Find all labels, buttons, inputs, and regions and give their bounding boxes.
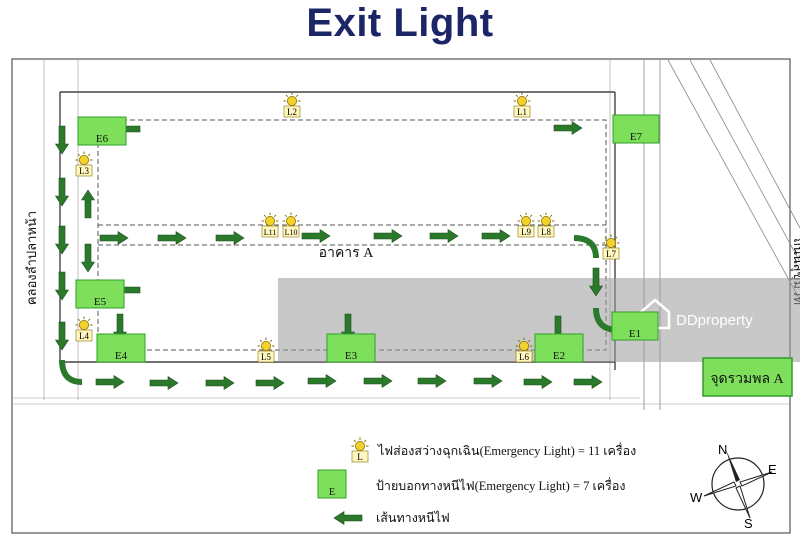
emergency-lights: L2 L1 L3 L11 L10 L9 L8 L7 L4 L5 L6: [75, 92, 620, 363]
light-l4: L4: [75, 316, 93, 342]
svg-text:DDproperty: DDproperty: [676, 312, 753, 329]
legend: L ไฟส่องสว่างฉุกเฉิน(Emergency Light) = …: [317, 437, 636, 525]
svg-text:L9: L9: [521, 227, 531, 237]
canal-label: คลองลำปลาหน้า: [24, 211, 39, 305]
exit-sign-e1: E1: [611, 311, 659, 341]
exit-sign-e3: E3: [326, 333, 376, 363]
light-l1: L1: [513, 92, 531, 118]
exit-sign-e4: E4: [96, 333, 146, 363]
compass-s: S: [744, 516, 753, 531]
road-label: ถนนสุขุมวิท: [790, 238, 800, 305]
svg-text:E4: E4: [115, 350, 128, 362]
light-l11: L11: [261, 212, 279, 238]
exit-sign-e5: E5: [75, 279, 125, 309]
compass-w: W: [690, 490, 703, 505]
building-label: อาคาร A: [319, 246, 375, 261]
svg-text:E5: E5: [94, 296, 107, 308]
legend-sign-icon: E: [317, 469, 347, 499]
svg-text:L7: L7: [606, 249, 616, 259]
compass-e: E: [768, 462, 777, 477]
legend-route-text: เส้นทางหนีไฟ: [376, 511, 450, 525]
svg-text:L5: L5: [261, 352, 271, 362]
exit-sign-e2: E2: [534, 333, 584, 363]
exit-signs: E6 E7 E5 E4 E3 E2 E1: [75, 114, 660, 363]
svg-text:L1: L1: [517, 107, 527, 117]
exit-sign-e7: E7: [612, 114, 660, 144]
svg-text:L: L: [357, 452, 363, 462]
light-l9: L9: [517, 212, 535, 238]
svg-text:L11: L11: [264, 228, 277, 237]
light-l6: L6: [515, 337, 533, 363]
svg-text:L2: L2: [287, 107, 297, 117]
svg-text:E7: E7: [630, 131, 643, 143]
svg-text:L4: L4: [79, 331, 89, 341]
page-title: Exit Light: [306, 1, 494, 45]
compass: N E S W: [690, 442, 777, 531]
light-l7: L7: [602, 234, 620, 260]
svg-text:จุดรวมพล A: จุดรวมพล A: [710, 372, 784, 387]
legend-sign-text: ป้ายบอกทางหนีไฟ(Emergency Light) = 7 เคร…: [376, 477, 625, 493]
svg-text:E3: E3: [345, 350, 358, 362]
assembly-point: จุดรวมพล A: [702, 357, 793, 397]
svg-text:L10: L10: [285, 228, 298, 237]
light-l5: L5: [257, 337, 275, 363]
svg-text:E2: E2: [553, 350, 565, 362]
svg-text:L6: L6: [519, 352, 529, 362]
svg-text:L8: L8: [541, 227, 551, 237]
light-l2: L2: [283, 92, 301, 118]
light-l10: L10: [282, 212, 300, 238]
exit-sign-e6: E6: [77, 116, 127, 146]
legend-light-icon: L: [351, 437, 369, 463]
svg-text:L3: L3: [79, 166, 89, 176]
svg-text:E: E: [329, 487, 335, 498]
svg-text:E1: E1: [629, 328, 641, 340]
light-l8: L8: [537, 212, 555, 238]
light-l3: L3: [75, 151, 93, 177]
compass-n: N: [718, 442, 727, 457]
legend-light-text: ไฟส่องสว่างฉุกเฉิน(Emergency Light) = 11…: [377, 442, 636, 459]
svg-text:E6: E6: [96, 133, 109, 145]
